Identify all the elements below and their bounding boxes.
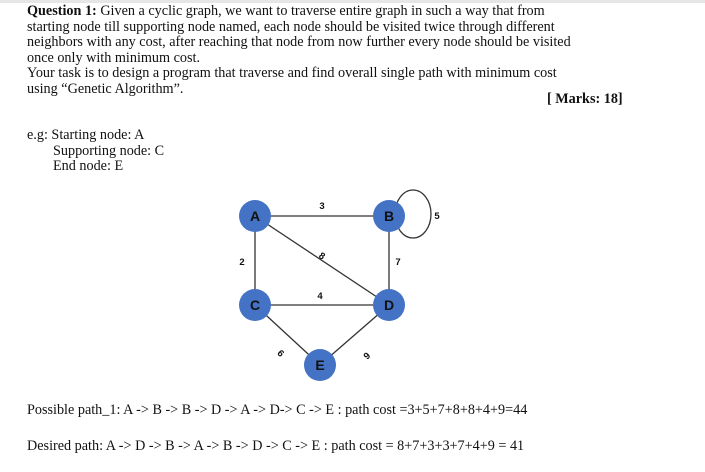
node-b: B xyxy=(373,200,405,232)
edge-label-c-d: 4 xyxy=(317,291,323,302)
node-a: A xyxy=(239,200,271,232)
example-block: e.g: Starting node: A Supporting node: C… xyxy=(27,127,165,175)
question-line-6: using “Genetic Algorithm”. xyxy=(27,80,184,97)
question-line-5: Your task is to design a program that tr… xyxy=(27,65,557,81)
node-c-circle xyxy=(239,289,271,321)
node-c-label: C xyxy=(250,297,260,313)
node-e-label: E xyxy=(315,357,324,373)
question-text: Question 1: Given a cyclic graph, we wan… xyxy=(27,3,647,97)
edge-a-d xyxy=(254,215,390,306)
question-line-1: Question 1: Given a cyclic graph, we wan… xyxy=(27,3,647,20)
edge-label-b-d: 7 xyxy=(395,257,400,268)
marks-label: [ Marks: 18] xyxy=(547,91,623,107)
question-line-2: starting node till supporting node named… xyxy=(27,18,555,35)
possible-path-text: Possible path_1: A -> B -> B -> D -> A -… xyxy=(27,402,528,418)
edge-label-a-d: 8 xyxy=(317,250,327,262)
node-d: D xyxy=(373,289,405,321)
edge-label-a-b: 3 xyxy=(319,201,324,212)
question-line-1-rest: Given a cyclic graph, we want to travers… xyxy=(96,3,545,19)
node-a-label: A xyxy=(250,208,260,224)
example-end-node: End node: E xyxy=(53,158,124,174)
node-e: E xyxy=(304,349,336,381)
question-line-3: neighbors with any cost, after reaching … xyxy=(27,34,571,50)
node-a-circle xyxy=(239,200,271,232)
example-supporting-node: Supporting node: C xyxy=(53,142,165,159)
edge-label-d-e: 9 xyxy=(362,351,373,363)
node-e-circle xyxy=(304,349,336,381)
edge-label-c-e: 9 xyxy=(276,347,287,359)
example-start-node: e.g: Starting node: A xyxy=(27,127,145,143)
edge-label-b-b: 5 xyxy=(434,211,440,222)
node-d-label: D xyxy=(384,297,394,313)
edge-label-a-c: 2 xyxy=(239,257,244,268)
question-title: Question 1: xyxy=(27,3,97,19)
top-shadow-bar xyxy=(0,0,705,3)
desired-path-text: Desired path: A -> D -> B -> A -> B -> D… xyxy=(27,438,525,454)
node-b-circle xyxy=(373,200,405,232)
node-c: C xyxy=(239,289,271,321)
node-b-label: B xyxy=(384,208,394,224)
node-d-circle xyxy=(373,289,405,321)
question-line-4: once only with minimum cost. xyxy=(27,49,200,66)
